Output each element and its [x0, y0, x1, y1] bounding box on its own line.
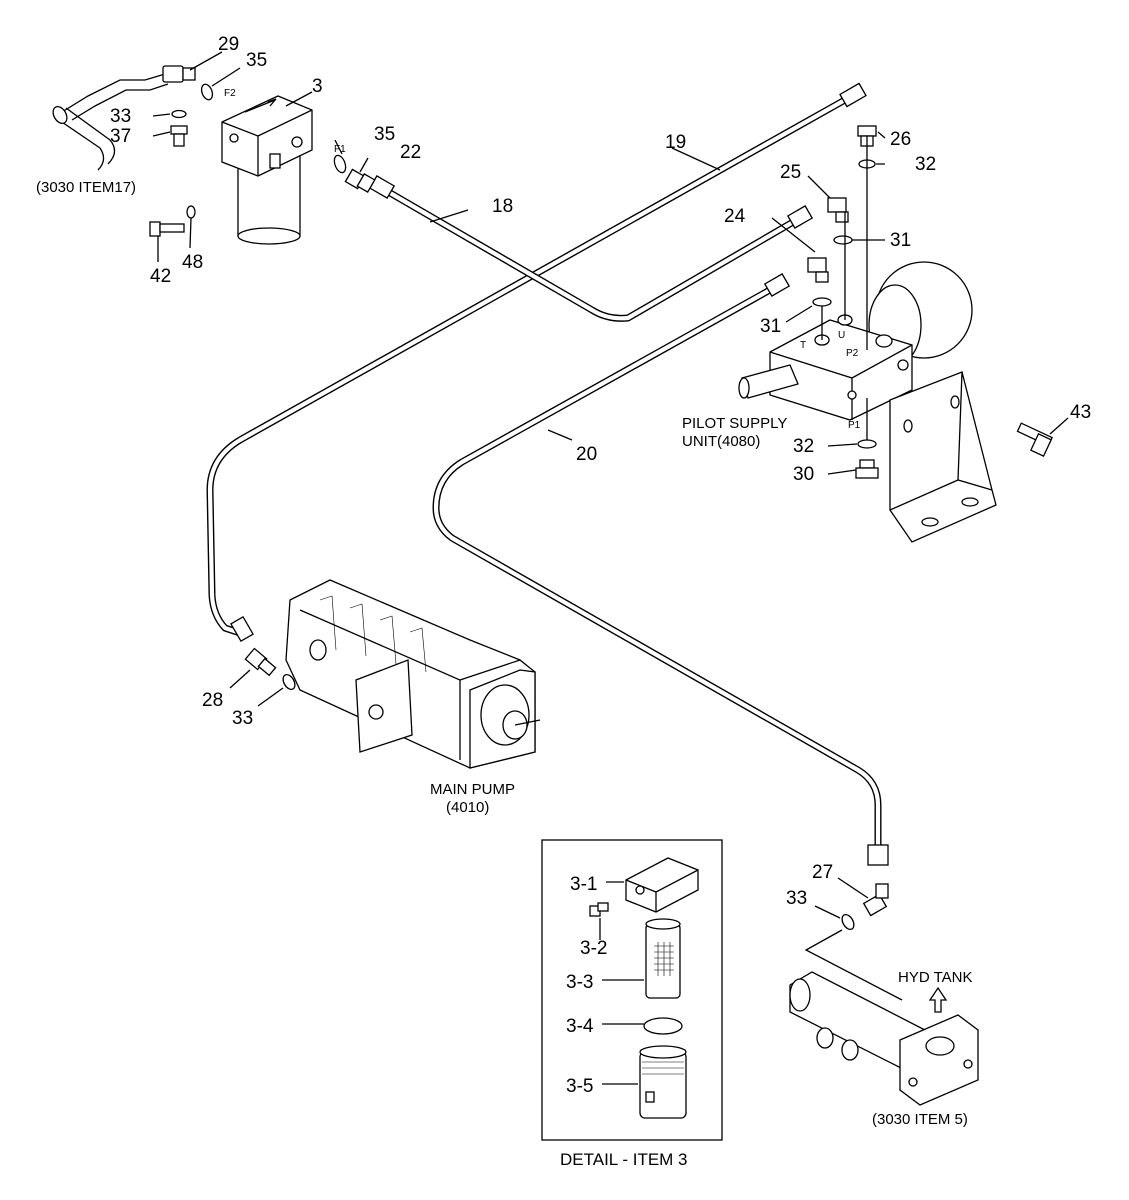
line-filter [221, 95, 313, 245]
callout-3-5: 3-5 [566, 1076, 593, 1097]
detail-title: DETAIL - ITEM 3 [560, 1150, 688, 1169]
callout-29: 29 [218, 34, 239, 55]
callout-48: 48 [182, 252, 203, 273]
filter-bolt-42 [149, 221, 185, 237]
callout-24: 24 [724, 206, 746, 227]
hose-end-fittings [230, 82, 889, 866]
callout-33: 33 [232, 708, 253, 729]
callout-numbers: 29 35 3 33 37 35 22 19 18 26 32 25 24 31… [110, 34, 1091, 1097]
o-ring-31-lower [812, 297, 832, 307]
port-f2: F2 [224, 88, 236, 99]
hyd-tank-caption: HYD TANK [898, 969, 972, 986]
callout-35: 35 [374, 124, 395, 145]
washer-48 [186, 205, 196, 219]
pilot-connector-lines [821, 136, 868, 440]
ref-item17-caption: (3030 ITEM17) [36, 179, 136, 196]
callout-20: 20 [576, 444, 597, 465]
o-ring-33-top [171, 109, 187, 119]
mounting-bracket [889, 371, 997, 543]
pilot-supply-caption-2: UNIT(4080) [682, 433, 760, 450]
callout-37: 37 [110, 126, 131, 147]
elbow-25 [827, 197, 849, 223]
hyd-tank-manifold [789, 971, 979, 1106]
o-ring-33-tank [841, 913, 855, 931]
detail-frame [541, 839, 723, 1141]
callout-27: 27 [812, 862, 833, 883]
port-t: T [800, 340, 806, 351]
elbow-fitting-29 [162, 65, 196, 83]
port-p2: P2 [846, 348, 859, 359]
port-marks: F2 F1 T U P2 P1 [224, 88, 861, 431]
bolt-43 [1016, 422, 1053, 457]
plug-37 [170, 125, 188, 147]
callout-3-2: 3-2 [580, 938, 607, 959]
callout-30: 30 [793, 464, 814, 485]
main-pump-caption: MAIN PUMP [430, 781, 515, 798]
tank-connector-line [804, 929, 903, 1001]
callout-32: 32 [793, 436, 814, 457]
captions: (3030 ITEM17) PILOT SUPPLY UNIT(4080) MA… [36, 179, 972, 1169]
hose-20 [432, 282, 882, 856]
callout-3: 3 [312, 76, 323, 97]
callout-26: 26 [890, 129, 911, 150]
pilot-supply-block [738, 314, 913, 421]
port-u: U [838, 330, 845, 341]
callout-28: 28 [202, 690, 223, 711]
callout-42: 42 [150, 266, 171, 287]
suction-pipe [52, 73, 169, 171]
callout-3-4: 3-4 [566, 1016, 594, 1037]
pilot-supply-caption: PILOT SUPPLY [682, 415, 787, 432]
callout-25: 25 [780, 162, 801, 183]
elbow-27 [862, 883, 889, 917]
o-ring-33-pump [282, 673, 296, 691]
callout-18: 18 [492, 196, 513, 217]
main-pump-caption-2: (4010) [446, 799, 489, 816]
hyd-tank-arrow [928, 986, 948, 1013]
o-ring-32-lower [857, 439, 877, 449]
port-f1: F1 [334, 144, 346, 155]
plug-30 [855, 459, 879, 479]
callout-19: 19 [665, 132, 686, 153]
o-ring-31-upper [833, 235, 853, 245]
screw-3-2 [589, 902, 609, 917]
filter-head-3-1 [625, 857, 699, 913]
leader-lines [152, 51, 1069, 1085]
callout-33: 33 [786, 888, 807, 909]
filter-element-3-3 [645, 918, 681, 999]
callout-33: 33 [110, 106, 131, 127]
callout-35: 35 [246, 50, 267, 71]
hose-18 [381, 186, 804, 322]
main-pump [285, 579, 541, 769]
elbow-28 [244, 647, 277, 677]
elbow-24 [807, 257, 829, 283]
callout-22: 22 [400, 142, 421, 163]
hose-19 [206, 92, 856, 638]
callout-3-1: 3-1 [570, 874, 597, 895]
filter-bowl-3-5 [639, 1045, 687, 1119]
o-ring-35-filter [333, 154, 347, 174]
adapter-22 [344, 168, 376, 193]
callout-32: 32 [915, 154, 936, 175]
o-ring-35-top [200, 83, 214, 101]
o-ring-3-4 [643, 1017, 683, 1035]
callout-31: 31 [760, 316, 781, 337]
ref-item5-caption: (3030 ITEM 5) [872, 1111, 968, 1128]
callout-43: 43 [1070, 402, 1091, 423]
callout-3-3: 3-3 [566, 972, 593, 993]
port-p1: P1 [848, 420, 861, 431]
callout-31: 31 [890, 230, 911, 251]
